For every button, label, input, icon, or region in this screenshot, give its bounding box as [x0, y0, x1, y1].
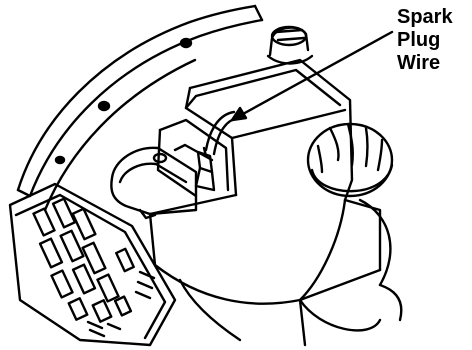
discharge-grille: [8, 182, 177, 347]
label-line-2: Plug: [397, 29, 441, 51]
spark-plug-wire-label: Spark Plug Wire: [397, 6, 453, 75]
air-filter-housing: [110, 146, 198, 220]
deck-bolts: [54, 37, 193, 165]
cylinder-head: [156, 118, 230, 198]
fuel-tank: [148, 58, 382, 305]
mower-deck: [16, 4, 264, 212]
engine-base: [178, 198, 403, 347]
oil-fill-cap: [266, 25, 314, 65]
fuel-cap: [306, 122, 394, 198]
label-line-3: Wire: [397, 52, 441, 74]
spark-plug: [194, 146, 216, 192]
label-line-1: Spark: [397, 6, 453, 28]
callout-arrow: [230, 30, 394, 122]
